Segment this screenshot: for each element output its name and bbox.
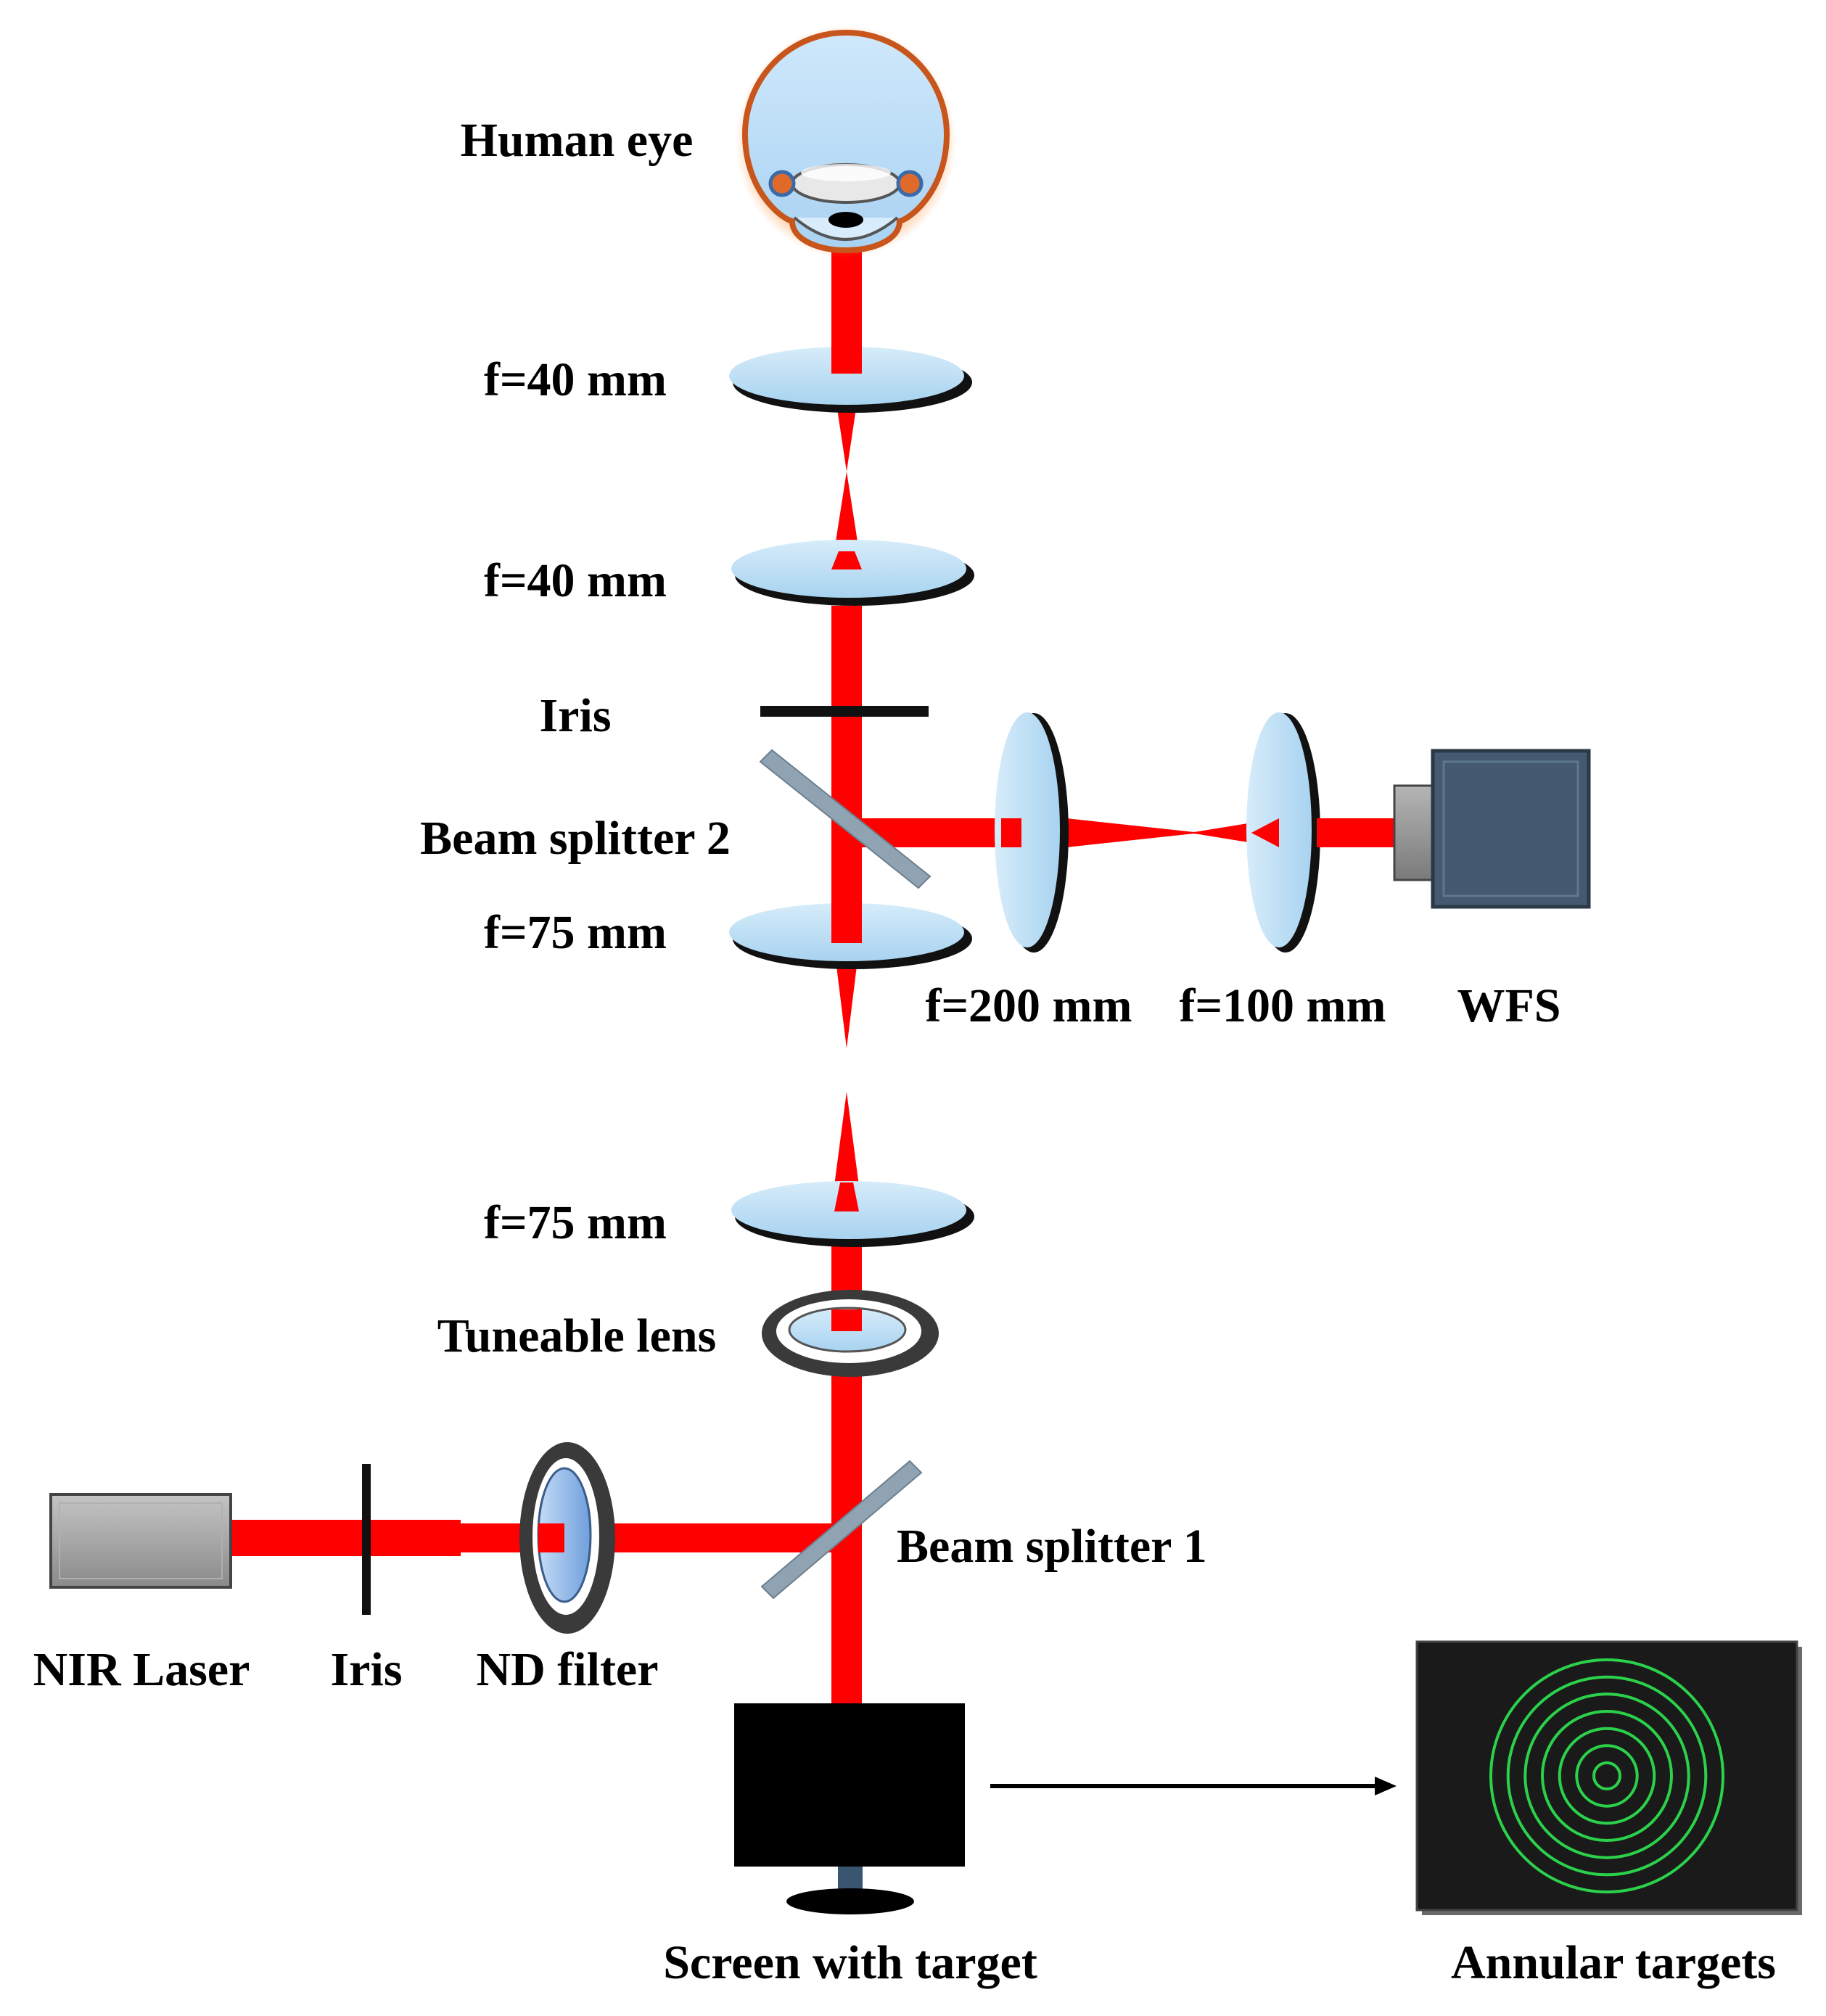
label-lens-75-b: f=75 mm [484,1196,667,1249]
label-iris-top: Iris [540,689,612,742]
label-nir-laser: NIR Laser [33,1643,250,1696]
target-ring [1592,1761,1621,1790]
beam-overlay [831,551,862,569]
beam-overlays-side [1001,818,1324,847]
screen-panel [734,1703,965,1867]
beam-overlay [1317,818,1324,847]
label-lens-200: f=200 mm [925,979,1132,1032]
beam-splitter-1 [760,1460,923,1600]
lens-eye-1 [729,347,972,413]
target-ring [1558,1727,1656,1825]
nir-laser [49,1493,232,1589]
arrow-to-targets [990,1777,1397,1795]
cornea [793,216,899,241]
human-eye [736,25,956,258]
ciliary-left [768,170,796,197]
label-wfs: WFS [1457,979,1560,1032]
label-iris-bottom: Iris [331,1643,403,1696]
target-ring [1575,1744,1639,1808]
arrow-shaft [990,1784,1382,1788]
label-tuneable-lens: Tuneable lens [437,1309,717,1362]
label-human-eye: Human eye [461,114,694,167]
beam-overlay [1001,818,1021,847]
lens-eye-2 [731,540,974,606]
target-ring [1523,1692,1690,1859]
target-rings [1489,1658,1724,1893]
lens-body [729,347,964,405]
iris-bottom-aperture [362,1464,371,1615]
beam-nd-to-splitter [609,1523,842,1552]
wfs-sensor [1393,749,1591,909]
label-lens-eye-2: f=40 mm [484,554,667,607]
labels: Human eye f=40 mm f=40 mm Iris Beam spli… [33,114,1776,1989]
label-screen: Screen with target [663,1936,1037,1989]
label-lens-100: f=100 mm [1179,979,1386,1032]
arrow-head [1375,1777,1397,1795]
target-ring [1541,1710,1673,1842]
beam-200-converge [1066,818,1201,847]
beam-overlay [1251,818,1279,847]
label-lens-75-a: f=75 mm [484,906,667,959]
lens-200 [995,712,1069,953]
laser-beam [229,250,1400,1705]
beam-main-upper [831,606,862,925]
beam-overlay [831,341,862,374]
label-beam-splitter-1: Beam splitter 1 [897,1520,1207,1573]
wfs-body [1431,749,1591,909]
beam-overlays [831,341,862,1211]
target-panel [1415,1640,1798,1912]
tuneable-lens [762,1290,939,1377]
beam-overlay [834,1182,859,1211]
ciliary-right [896,170,924,197]
wfs-face [1442,760,1579,897]
iris-top-aperture [760,706,929,717]
annular-targets-display [1415,1640,1802,1915]
beam-to-wfs [1313,818,1400,847]
label-lens-eye-1: f=40 mm [484,353,667,406]
beam-overlay [538,1523,564,1552]
pupil [828,212,863,228]
nd-filter [519,1442,615,1634]
beam-laser-out [229,1520,461,1556]
label-nd-filter: ND filter [476,1643,658,1696]
lens-body [995,712,1060,947]
beam-overlay [831,903,862,943]
target-ring [1506,1675,1708,1877]
label-beam-splitter-2: Beam splitter 2 [420,812,731,865]
label-annular-targets: Annular targets [1451,1936,1776,1989]
eyeball [741,29,950,254]
lens-highlight [801,164,891,181]
nir-laser-body [49,1493,232,1589]
nir-laser-face [59,1502,223,1579]
beam-75-converge-lower [831,1092,862,1208]
screen-stand [786,1888,914,1914]
target-ring [1489,1658,1724,1893]
beam-splitter-2 [759,749,931,889]
wfs-lens-cap [1393,784,1438,881]
beam-overlay [831,1309,862,1331]
screen-monitor [734,1703,965,1914]
